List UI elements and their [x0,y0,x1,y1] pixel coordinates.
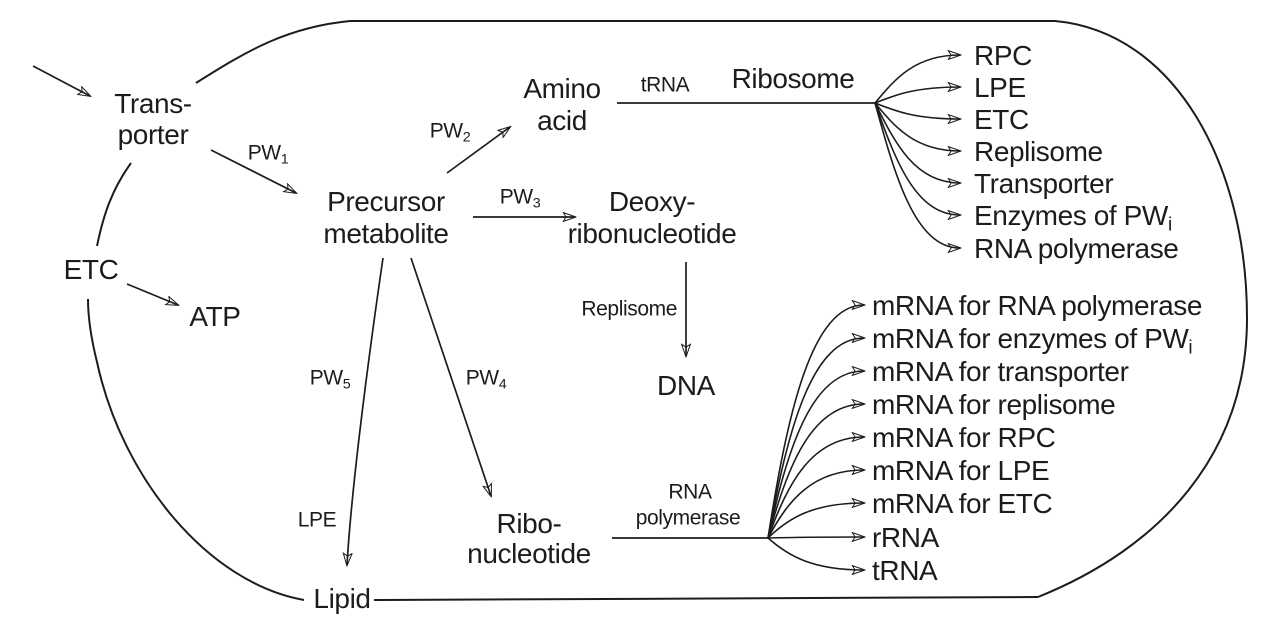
fan-ribosome-product-1 [874,87,960,104]
ribosome-product-1: LPE [974,72,1026,103]
ribonucleotide-label-line1: Ribo- [497,508,562,539]
rna-product-4-main: mRNA for RPC [872,422,1056,453]
fan-ribosome-product-2 [874,102,960,119]
rna-product-8-main: tRNA [872,555,938,586]
arrow-pw5 [347,257,384,565]
fan-rna-product-3 [767,404,864,539]
fan-ribosome-product-0 [874,55,960,104]
fan-rna-product-8 [767,537,864,570]
arrow-etc-to-atp [126,283,178,305]
rna-product-0-main: mRNA for RNA polymerase [872,290,1202,321]
pw3-label: PW3 [500,185,541,211]
rna-polymerase-enzyme-label-line1: RNA [668,480,712,503]
ribosome-product-2: ETC [974,104,1029,135]
rna-product-8: tRNA [872,555,938,586]
precursor-label-line2: metabolite [323,218,448,249]
fan-ribosome-product-6 [874,102,960,248]
rna-product-1: mRNA for enzymes of PWi [872,323,1192,359]
ribosome-product-1-main: LPE [974,72,1026,103]
ribosome-product-5-sub: i [1168,214,1172,235]
ribosome-product-2-main: ETC [974,104,1029,135]
fan-rna-product-6 [767,503,864,539]
rna-product-3: mRNA for replisome [872,389,1115,420]
lipid-label: Lipid [313,583,370,614]
rna-product-1-sub: i [1188,337,1192,358]
ribosome-product-5-main: Enzymes of PW [974,200,1169,231]
rna-product-7: rRNA [872,522,940,553]
fan-rna-product-5 [767,470,864,539]
rna-polymerase-enzyme-label-line2: polymerase [636,506,741,529]
fan-ribosome-product-5 [874,102,960,215]
transporter-label-line2: porter [118,119,189,150]
fan-ribosome-product-3 [874,102,960,151]
rna-product-4: mRNA for RPC [872,422,1056,453]
pw5-label-main: PW [310,366,344,389]
membrane-left-upper [96,162,132,247]
arrow-import [32,65,90,96]
pw4-label: PW4 [466,366,507,392]
pw1-label-sub: 1 [281,152,289,168]
pw5-label-sub: 5 [343,377,351,393]
pw1-label: PW1 [248,141,289,167]
rna-product-0: mRNA for RNA polymerase [872,290,1202,321]
pw3-label-main: PW [500,185,534,208]
deoxyribonucleotide-label-line2: ribonucleotide [568,218,737,249]
arrow-pw2 [446,127,510,174]
fan-rna-product-1 [767,338,864,539]
amino-acid-label-line1: Amino [523,73,600,104]
rna-product-5-main: mRNA for LPE [872,455,1049,486]
ribosome-product-6-main: RNA polymerase [974,233,1178,264]
membrane-bottom-left [87,298,305,601]
trna-enzyme-label: tRNA [641,73,690,96]
ribonucleotide-label-line2: nucleotide [467,538,591,569]
ribosome-product-6: RNA polymerase [974,233,1178,264]
dna-label: DNA [657,370,716,401]
fan-ribosome-product-4 [874,102,960,183]
ribosome-product-3-main: Replisome [974,136,1103,167]
ribosome-product-4: Transporter [974,168,1113,199]
pw3-label-sub: 3 [533,196,541,212]
ribosome-product-0-main: RPC [974,40,1032,71]
arrow-pw1 [210,149,296,193]
ribosome-product-5: Enzymes of PWi [974,200,1172,236]
pw4-label-main: PW [466,366,500,389]
replisome-enzyme-label: Replisome [581,297,677,320]
pw2-label: PW2 [430,119,471,145]
fan-rna-product-4 [767,437,864,539]
lpe-enzyme-label: LPE [298,508,337,531]
membrane-top-right [195,20,1249,598]
rna-product-1-main: mRNA for enzymes of PW [872,323,1189,354]
rna-product-2-main: mRNA for transporter [872,356,1129,387]
rna-product-6-main: mRNA for ETC [872,488,1053,519]
arrow-pw4 [410,257,491,496]
rna-product-6: mRNA for ETC [872,488,1053,519]
rna-product-2: mRNA for transporter [872,356,1129,387]
ribosome-product-3: Replisome [974,136,1103,167]
ribosome-product-4-main: Transporter [974,168,1113,199]
rna-product-5: mRNA for LPE [872,455,1049,486]
ribosome-product-0: RPC [974,40,1032,71]
transporter-label-line1: Trans- [114,88,192,119]
fan-rna-product-7 [767,537,864,538]
amino-acid-label-line2: acid [537,105,587,136]
pw4-label-sub: 4 [499,377,507,393]
deoxyribonucleotide-label-line1: Deoxy- [609,186,695,217]
precursor-label-line1: Precursor [327,186,445,217]
pw2-label-sub: 2 [463,130,471,146]
etc-label: ETC [64,254,119,285]
fan-rna-product-0 [767,305,864,539]
pw1-label-main: PW [248,141,282,164]
ribosome-enzyme-label: Ribosome [732,63,855,94]
atp-label: ATP [189,301,240,332]
rna-product-7-main: rRNA [872,522,940,553]
fan-rna-product-2 [767,371,864,539]
membrane-bottom [373,596,1039,601]
pw2-label-main: PW [430,119,464,142]
rna-product-3-main: mRNA for replisome [872,389,1115,420]
pw5-label: PW5 [310,366,351,392]
